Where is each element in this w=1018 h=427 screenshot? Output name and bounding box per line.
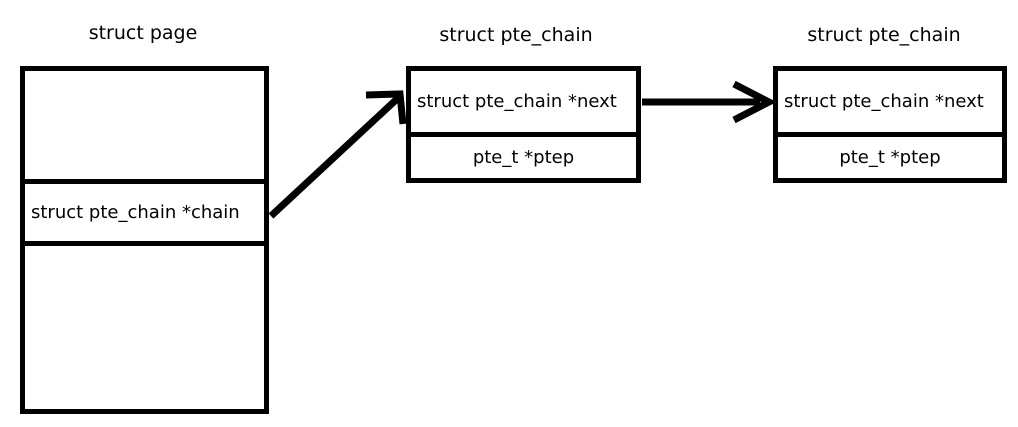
struct-pte-chain-box-1: struct pte_chain *next pte_t *ptep [406,66,641,183]
struct-pte-chain-box-2: struct pte_chain *next pte_t *ptep [773,66,1007,183]
page-box-caption: struct page [88,22,198,44]
struct-page-field-chain: struct pte_chain *chain [25,179,264,241]
pte-chain-1-field-ptep: pte_t *ptep [411,132,636,178]
chain-pointer-arrow-icon [268,90,407,219]
chain-box-2-caption: struct pte_chain [807,24,961,46]
struct-page-box: struct pte_chain *chain [20,66,269,414]
next-pointer-arrow-icon [642,80,777,124]
pte-chain-2-field-ptep: pte_t *ptep [778,132,1002,178]
pte-chain-1-field-next: struct pte_chain *next [411,71,636,132]
pte-chain-2-field-next: struct pte_chain *next [778,71,1002,132]
struct-page-field-empty-bottom [25,241,264,409]
chain-box-1-caption: struct pte_chain [439,24,593,46]
struct-page-field-empty-top [25,71,264,179]
